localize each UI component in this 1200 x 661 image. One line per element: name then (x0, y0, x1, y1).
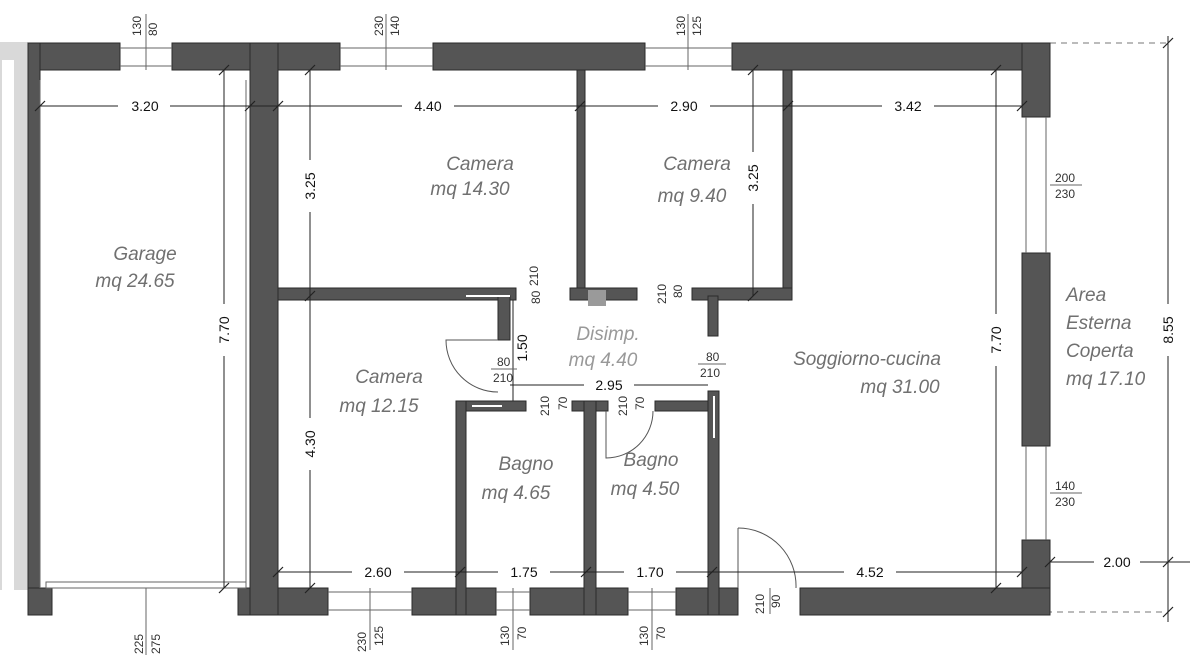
room-labels: Garage mq 24.65 Camera mq 14.30 Camera m… (95, 154, 1145, 504)
exterior-walls (27, 42, 1051, 616)
opening-soggiorno-b: 210 (700, 366, 720, 380)
opening-disimp-right-a: 80 (671, 284, 685, 298)
bagno1-area: mq 4.65 (482, 483, 551, 504)
opening-top-camera2-a: 125 (690, 16, 704, 36)
dim-bottom-3: 1.70 (636, 564, 663, 580)
bagno1-name: Bagno (499, 454, 554, 475)
opening-bottom-bagno1-a: 70 (515, 626, 529, 640)
disimp-name: Disimp. (576, 324, 639, 345)
dim-soggiorno-width: 3.42 (894, 98, 921, 114)
opening-bottom-bagno2-b: 130 (637, 626, 651, 646)
dim-camera2-width: 2.90 (670, 98, 697, 114)
dim-camera2-depth: 3.25 (745, 164, 761, 191)
opening-bottom-camera3-a: 125 (372, 626, 386, 646)
dim-bottom-1: 2.60 (364, 564, 391, 580)
interior-walls (249, 42, 793, 616)
window-lines (39, 47, 1047, 611)
opening-bottom-bagno2-a: 70 (654, 626, 668, 640)
camera2-name: Camera (663, 154, 731, 175)
opening-labels: 80 130 140 230 125 130 200 230 140 230 8… (130, 16, 1075, 654)
opening-top-camera2-b: 130 (674, 16, 688, 36)
dim-soggiorno-depth: 7.70 (988, 326, 1004, 353)
opening-top-garage-b: 130 (130, 16, 144, 36)
opening-top-camera1-b: 230 (372, 16, 386, 36)
dim-disimp-depth: 1.50 (514, 334, 530, 361)
opening-entrance-b: 210 (753, 594, 767, 614)
esterna-line1: Area (1065, 285, 1106, 306)
opening-bagno2-a: 70 (633, 396, 647, 410)
opening-bottom-bagno1-b: 130 (498, 626, 512, 646)
esterna-line2: Esterna (1066, 313, 1131, 334)
opening-disimp-right-b: 210 (655, 284, 669, 304)
covered-area-outline (1050, 42, 1169, 613)
opening-disimp-left-a: 80 (529, 290, 543, 304)
camera1-name: Camera (446, 154, 514, 175)
camera3-name: Camera (355, 367, 423, 388)
opening-right-upper-a: 200 (1055, 171, 1075, 185)
dim-bottom-4: 4.52 (856, 564, 883, 580)
opening-right-lower-a: 140 (1055, 479, 1075, 493)
opening-entrance-a: 90 (769, 594, 783, 608)
opening-right-upper-b: 230 (1055, 187, 1075, 201)
opening-bagno2-b: 210 (616, 396, 630, 416)
dim-disimp-width: 2.95 (595, 377, 622, 393)
camera3-area: mq 12.15 (339, 396, 419, 417)
camera1-area: mq 14.30 (430, 179, 510, 200)
opening-disimp-left-b: 210 (527, 266, 541, 286)
dim-garage-depth: 7.70 (216, 316, 232, 343)
opening-camera3-b: 210 (493, 371, 513, 385)
garage-area: mq 24.65 (95, 271, 175, 292)
esterna-area: mq 17.10 (1066, 369, 1146, 390)
opening-top-garage-a: 80 (146, 22, 160, 36)
opening-top-camera1-a: 140 (388, 16, 402, 36)
dimension-labels: 3.20 4.40 2.90 3.42 7.70 3.25 4.30 3.25 … (118, 98, 1176, 580)
dim-camera3-depth: 4.30 (302, 430, 318, 457)
esterna-line3: Coperta (1066, 341, 1134, 362)
soggiorno-area: mq 31.00 (860, 377, 940, 398)
disimp-area: mq 4.40 (569, 350, 638, 371)
dim-garage-width: 3.20 (131, 98, 158, 114)
opening-camera3-a: 80 (497, 355, 511, 369)
dim-camera1-width: 4.40 (414, 98, 441, 114)
opening-bottom-garage-b: 225 (132, 634, 146, 654)
bagno2-name: Bagno (624, 450, 679, 471)
soggiorno-name: Soggiorno-cucina (793, 349, 941, 370)
opening-bottom-camera3-b: 230 (355, 632, 369, 652)
opening-bagno1-b: 210 (538, 396, 552, 416)
dim-camera1-depth: 3.25 (302, 172, 318, 199)
opening-bagno1-a: 70 (556, 396, 570, 410)
garage-name: Garage (113, 244, 176, 265)
camera2-area: mq 9.40 (658, 186, 727, 207)
door-swings (445, 290, 797, 589)
opening-right-lower-b: 230 (1055, 495, 1075, 509)
dim-total-depth: 8.55 (1160, 316, 1176, 343)
bagno2-area: mq 4.50 (611, 479, 680, 500)
dim-esterna-width: 2.00 (1103, 554, 1130, 570)
opening-soggiorno-a: 80 (706, 350, 720, 364)
opening-bottom-garage-a: 275 (149, 634, 163, 654)
dim-bottom-2: 1.75 (510, 564, 537, 580)
